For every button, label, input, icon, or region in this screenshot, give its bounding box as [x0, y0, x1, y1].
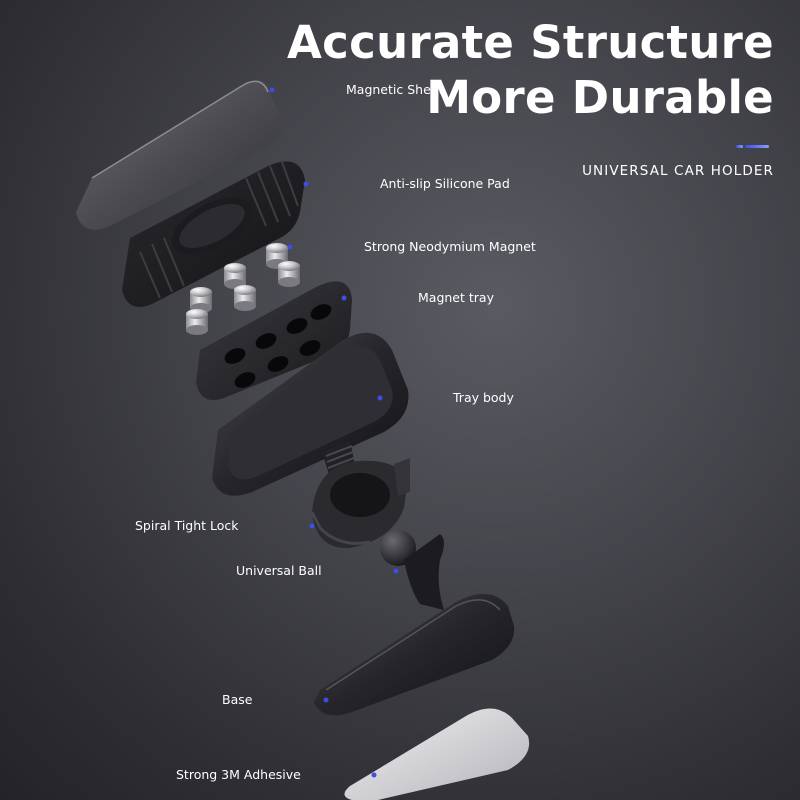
- label-adhesive: Strong 3M Adhesive: [176, 767, 301, 782]
- silicone-pad-part: [122, 161, 305, 307]
- subtitle: UNIVERSAL CAR HOLDER: [582, 163, 774, 179]
- leader-lines: [244, 89, 448, 776]
- universal-ball-part: [380, 530, 444, 610]
- base-part: [314, 593, 515, 716]
- label-neodymium-magnet: Strong Neodymium Magnet: [364, 239, 536, 254]
- headline-line-1: Accurate Structure: [287, 16, 774, 69]
- accent-dash: [745, 145, 769, 148]
- spiral-lock-part: [310, 458, 410, 549]
- label-magnet-tray: Magnet tray: [418, 290, 494, 305]
- label-universal-ball: Universal Ball: [236, 563, 322, 578]
- adhesive-part: [344, 708, 530, 800]
- label-base: Base: [222, 692, 253, 707]
- neodymium-magnets-part: [186, 243, 300, 335]
- label-magnetic-sheet: Magnetic Sheet: [346, 82, 444, 97]
- accent-dash-small: [736, 145, 743, 148]
- magnet-tray-part: [196, 281, 352, 400]
- magnetic-sheet-part: [76, 80, 283, 230]
- label-spiral-lock: Spiral Tight Lock: [135, 518, 239, 533]
- headline-line-2: More Durable: [426, 71, 774, 124]
- label-tray-body: Tray body: [453, 390, 514, 405]
- label-silicone-pad: Anti-slip Silicone Pad: [380, 176, 510, 191]
- leader-dots: [269, 87, 399, 778]
